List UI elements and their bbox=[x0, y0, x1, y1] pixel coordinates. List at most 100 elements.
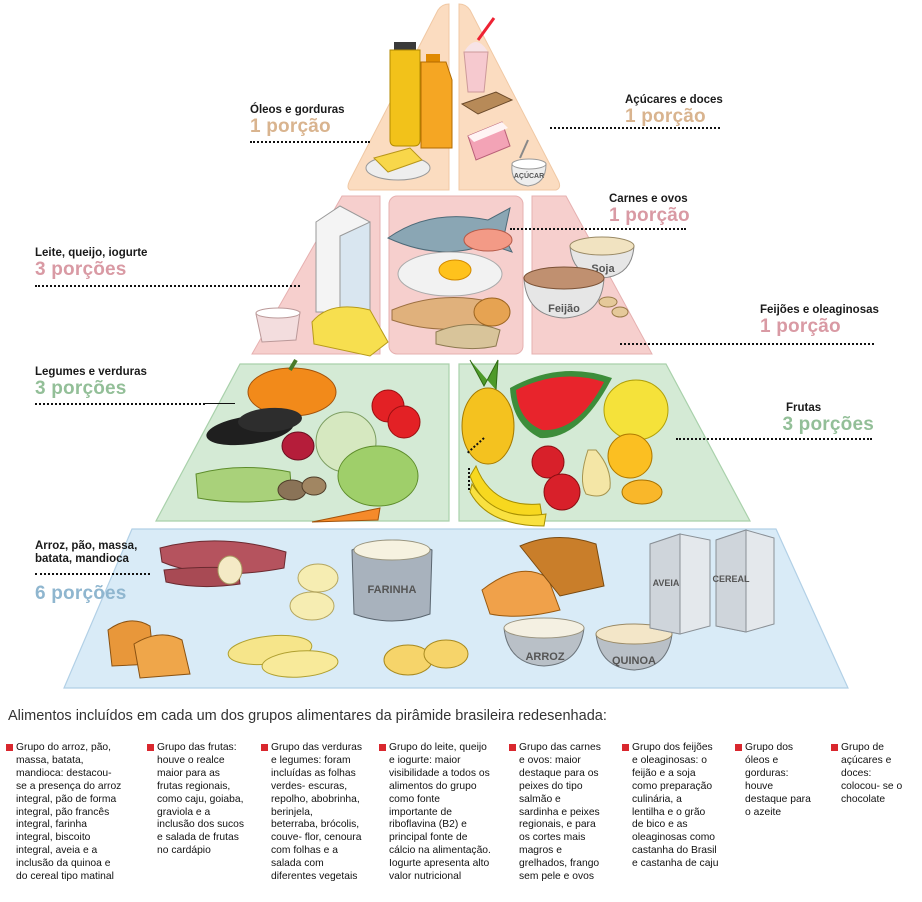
note-oleos: Grupo dos óleos e gorduras: houve destaq… bbox=[735, 742, 821, 819]
note-acucares-text: Grupo de açúcares e doces: colocou- se o… bbox=[841, 742, 903, 805]
quinoa-bowl-label: QUINOA bbox=[612, 655, 656, 667]
bullet-square-icon bbox=[622, 744, 629, 751]
leader-oleos bbox=[250, 141, 370, 143]
label-carnes: Carnes e ovos 1 porção bbox=[609, 193, 690, 226]
note-feijoes: Grupo dos feijões e oleaginosas: o feijã… bbox=[622, 742, 734, 871]
label-feijoes-portion: 1 porção bbox=[760, 316, 841, 337]
note-verduras-text: Grupo das verduras e legumes: foram incl… bbox=[271, 742, 363, 883]
label-arroz-name: Arroz, pão, massa, batata, mandioca bbox=[35, 540, 138, 565]
bullet-square-icon bbox=[509, 744, 516, 751]
oat-box-label: AVEIA bbox=[653, 578, 680, 588]
label-arroz-portion: 6 porções bbox=[35, 583, 127, 604]
salmon-steak bbox=[463, 228, 513, 252]
cashew-fruit bbox=[621, 479, 663, 505]
note-oleos-text: Grupo dos óleos e gorduras: houve destaq… bbox=[745, 742, 811, 818]
quinoa-bowl: QUINOA bbox=[595, 623, 673, 671]
lettuce bbox=[337, 445, 419, 507]
label-legumes: Legumes e verduras 3 porções bbox=[35, 366, 147, 399]
watermelon bbox=[510, 370, 612, 439]
label-legumes-name: Legumes e verduras bbox=[35, 366, 147, 378]
label-frutas-name: Frutas bbox=[786, 402, 822, 414]
label-oleos-portion: 1 porção bbox=[250, 116, 331, 137]
note-leite: Grupo do leite, queijo e iogurte: maior … bbox=[379, 742, 507, 884]
eggplants bbox=[206, 407, 302, 446]
flour-bag-label: FARINHA bbox=[368, 584, 417, 596]
note-carnes-text: Grupo das carnes e ovos: maior destaque … bbox=[519, 742, 601, 883]
pineapple bbox=[461, 359, 515, 465]
melon bbox=[603, 379, 669, 441]
sweet-potatoes bbox=[159, 540, 287, 588]
bread-rolls bbox=[383, 639, 469, 676]
pear bbox=[582, 449, 611, 497]
label-frutas: Frutas 3 porções bbox=[782, 402, 874, 435]
tomatoes bbox=[371, 389, 421, 439]
bullet-square-icon bbox=[261, 744, 268, 751]
rice-bowl: ARROZ bbox=[503, 617, 585, 667]
flour-bag: FARINHA bbox=[351, 539, 433, 622]
note-carnes: Grupo das carnes e ovos: maior destaque … bbox=[509, 742, 619, 884]
bullet-square-icon bbox=[6, 744, 13, 751]
zucchini bbox=[195, 467, 293, 503]
cereal-box-label: CEREAL bbox=[712, 574, 750, 584]
bullet-square-icon bbox=[735, 744, 742, 751]
milkshake-glass bbox=[463, 17, 496, 93]
chocolate-bar bbox=[460, 91, 514, 115]
leader-legumes-tail bbox=[205, 403, 235, 404]
mushrooms bbox=[277, 476, 327, 501]
butter-dish bbox=[365, 147, 431, 181]
label-feijoes: Feijões e oleaginosas 1 porção bbox=[760, 304, 879, 337]
cake-slice bbox=[467, 121, 511, 161]
apples bbox=[531, 445, 581, 511]
note-leite-text: Grupo do leite, queijo e iogurte: maior … bbox=[389, 742, 491, 883]
note-feijoes-text: Grupo dos feijões e oleaginosas: o feijã… bbox=[632, 742, 719, 870]
yogurt-cup bbox=[255, 307, 301, 343]
note-arroz: Grupo do arroz, pão, massa, batata, mand… bbox=[6, 742, 138, 884]
leader-arroz bbox=[35, 573, 150, 575]
label-oleos: Óleos e gorduras 1 porção bbox=[250, 104, 345, 137]
chicken-and-steaks bbox=[391, 297, 511, 350]
beet bbox=[281, 431, 315, 461]
label-acucares-portion: 1 porção bbox=[625, 106, 706, 127]
cereal-box: CEREAL bbox=[712, 529, 775, 633]
bullet-square-icon bbox=[379, 744, 386, 751]
pumpkin bbox=[247, 358, 337, 417]
toast bbox=[107, 620, 191, 679]
bananas bbox=[469, 464, 547, 527]
corn-cobs bbox=[227, 634, 339, 678]
bullet-square-icon bbox=[147, 744, 154, 751]
label-oleos-name: Óleos e gorduras bbox=[250, 104, 345, 116]
leader-leite bbox=[35, 285, 300, 287]
label-carnes-portion: 1 porção bbox=[609, 205, 690, 226]
food-pyramid-illustration: AÇÚCAR Soja Feijão bbox=[63, 3, 849, 689]
leader-feijoes bbox=[620, 343, 874, 345]
potatoes bbox=[289, 563, 339, 621]
bean-bowl-label: Feijão bbox=[548, 303, 580, 315]
carrot bbox=[311, 507, 381, 523]
label-frutas-portion: 3 porções bbox=[782, 414, 874, 435]
label-leite-portion: 3 porções bbox=[35, 259, 127, 280]
rice-bowl-label: ARROZ bbox=[525, 651, 564, 663]
milk-carton bbox=[315, 205, 371, 313]
label-leite-name: Leite, queijo, iogurte bbox=[35, 247, 148, 259]
bean-bowl: Feijão bbox=[523, 266, 605, 319]
label-acucares: Açúcares e doces 1 porção bbox=[625, 94, 723, 127]
label-acucares-name: Açúcares e doces bbox=[625, 94, 723, 106]
leader-legumes bbox=[35, 403, 205, 405]
fried-egg bbox=[397, 251, 503, 297]
note-frutas-text: Grupo das frutas: houve o realce maior p… bbox=[157, 742, 245, 857]
orange bbox=[607, 433, 653, 479]
leader-acucares bbox=[550, 127, 720, 129]
leader-bananas-vert bbox=[468, 468, 470, 490]
oat-box: AVEIA bbox=[649, 533, 711, 635]
nuts bbox=[598, 296, 629, 318]
label-legumes-portion: 3 porções bbox=[35, 378, 127, 399]
label-feijoes-name: Feijões e oleaginosas bbox=[760, 304, 879, 316]
cheese-wedge bbox=[311, 306, 389, 357]
label-leite: Leite, queijo, iogurte 3 porções bbox=[35, 247, 147, 280]
note-verduras: Grupo das verduras e legumes: foram incl… bbox=[261, 742, 373, 884]
label-carnes-name: Carnes e ovos bbox=[609, 193, 688, 205]
note-frutas: Grupo das frutas: houve o realce maior p… bbox=[147, 742, 257, 858]
sugar-bowl: AÇÚCAR bbox=[511, 139, 547, 187]
oil-bottles bbox=[389, 42, 453, 149]
label-arroz: Arroz, pão, massa, batata, mandioca 6 po… bbox=[35, 522, 137, 622]
